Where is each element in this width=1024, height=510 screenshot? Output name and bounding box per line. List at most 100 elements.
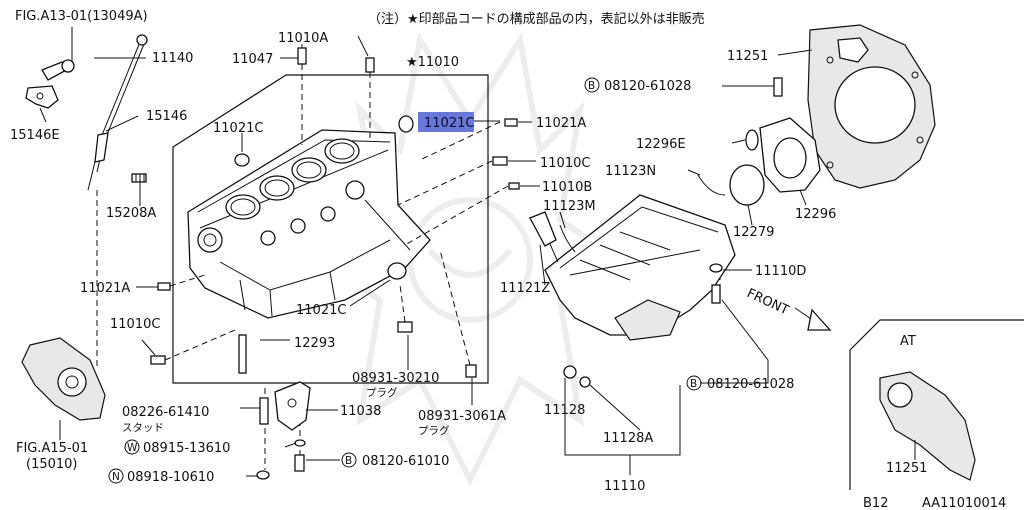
label-star-11010[interactable]: ★11010	[406, 55, 459, 70]
label-11251-at[interactable]: 11251	[886, 461, 927, 476]
sensor-fig-a13	[41, 59, 75, 81]
part-11128a-gasket	[579, 376, 591, 388]
label-11021c-top[interactable]: 11021C	[213, 121, 263, 136]
label-11123m[interactable]: 11123M	[543, 199, 596, 214]
block-assembly-frame	[172, 74, 489, 384]
part-15146-hose	[94, 132, 109, 163]
part-11123n-gasket	[697, 174, 726, 196]
label-b12: B12	[863, 496, 888, 510]
part-08918-nut	[256, 470, 270, 480]
highlight-box-11021c	[418, 112, 474, 132]
marker-w: W	[127, 442, 138, 454]
label-11121z[interactable]: 11121Z	[500, 281, 550, 296]
part-12296-retainer	[759, 117, 821, 193]
cylinder-block	[187, 129, 431, 319]
plug-11021c-hl	[398, 115, 414, 133]
part-11010c-right	[492, 156, 508, 166]
label-catalog-code: AA11010014	[922, 496, 1006, 510]
part-08226-stud	[259, 397, 269, 425]
label-at: AT	[900, 334, 916, 349]
label-08226-61410[interactable]: 08226-61410	[122, 405, 209, 420]
label-08931-30210[interactable]: 08931-30210	[352, 371, 439, 386]
part-11010a	[365, 57, 375, 73]
label-11110[interactable]: 11110	[604, 479, 645, 494]
part-08120-bolt-bottom	[294, 454, 305, 472]
label-11021a-left[interactable]: 11021A	[80, 281, 130, 296]
part-08931-3061a	[465, 364, 477, 378]
label-11038[interactable]: 11038	[340, 404, 381, 419]
label-08120-61010[interactable]: B 08120-61010	[341, 452, 449, 469]
part-15146e-bracket	[25, 85, 59, 109]
marker-b-mid: B	[690, 378, 697, 390]
part-08915-washer	[294, 439, 306, 447]
label-11128a[interactable]: 11128A	[603, 431, 653, 446]
part-11123m-gasket	[559, 224, 576, 253]
part-11121z-sealant	[529, 211, 559, 263]
part-11010c-left	[150, 355, 166, 365]
part-11010b	[508, 182, 520, 190]
part-12293	[238, 334, 247, 374]
part-11128-drain-plug	[563, 365, 577, 379]
label-11021c-bottom[interactable]: 11021C	[296, 303, 346, 318]
at-inset-frame	[849, 319, 1024, 351]
svg-text:08120-61028: 08120-61028	[707, 377, 794, 392]
label-08918-10610[interactable]: N 08918-10610	[108, 468, 214, 485]
label-15208a[interactable]: 15208A	[106, 206, 156, 221]
label-11021a-right[interactable]: 11021A	[536, 116, 586, 131]
part-08120-bolt-mid	[711, 284, 721, 304]
label-15146e[interactable]: 15146E	[10, 128, 60, 143]
svg-text:08120-61028: 08120-61028	[604, 79, 691, 94]
label-fig-a15[interactable]: FIG.A15-01	[16, 441, 88, 456]
label-12279[interactable]: 12279	[733, 225, 774, 240]
label-stud: スタッド	[122, 422, 164, 434]
svg-text:08120-61010: 08120-61010	[362, 454, 449, 469]
oil-pan-11110	[544, 194, 736, 341]
label-11010b[interactable]: 11010B	[542, 180, 592, 195]
part-11038-bracket	[274, 381, 311, 431]
label-08915-13610[interactable]: W 08915-13610	[124, 439, 230, 456]
part-12296e-gasket	[745, 129, 759, 151]
label-15146[interactable]: 15146	[146, 109, 187, 124]
label-12293[interactable]: 12293	[294, 336, 335, 351]
label-11010a[interactable]: 11010A	[278, 31, 328, 46]
label-fig-a15-sub: (15010)	[26, 457, 78, 472]
leader-lines	[39, 27, 916, 477]
part-15208a-stud	[131, 173, 147, 183]
label-11140[interactable]: 11140	[152, 51, 193, 66]
label-08931-3061a[interactable]: 08931-3061A	[418, 409, 506, 424]
svg-text:08918-10610: 08918-10610	[127, 470, 214, 485]
part-08931-30210	[397, 321, 413, 333]
label-11047[interactable]: 11047	[232, 52, 273, 67]
label-fig-a13[interactable]: FIG.A13-01(13049A)	[15, 9, 148, 24]
part-11110d-washer	[709, 263, 723, 273]
label-11010c-right[interactable]: 11010C	[540, 156, 590, 171]
svg-text:08915-13610: 08915-13610	[143, 441, 230, 456]
label-08120-61028-top[interactable]: B 08120-61028	[584, 77, 691, 94]
plug-11021c-bottom	[387, 262, 407, 280]
label-12296[interactable]: 12296	[795, 207, 836, 222]
marker-b-top: B	[588, 80, 595, 92]
part-11047	[297, 47, 307, 65]
label-plug-1: プラグ	[366, 386, 398, 399]
plug-11021c-top	[234, 153, 250, 167]
label-12296e[interactable]: 12296E	[636, 137, 686, 152]
label-11251-top[interactable]: 11251	[727, 49, 768, 64]
part-12279-oil-seal	[729, 164, 765, 206]
part-11251-at-plate	[879, 371, 976, 481]
label-11110d[interactable]: 11110D	[755, 264, 806, 279]
marker-n: N	[112, 471, 120, 483]
label-11021c-highlighted[interactable]: 11021C	[424, 116, 474, 131]
label-front: FRONT	[744, 286, 791, 318]
label-08120-61028-mid[interactable]: B 08120-61028	[686, 375, 794, 392]
label-11128[interactable]: 11128	[544, 403, 585, 418]
marker-b-bottom: B	[345, 455, 352, 467]
part-11021a-left	[157, 282, 171, 291]
label-plug-2: プラグ	[418, 424, 450, 437]
oil-pump-fig-a15	[21, 337, 106, 421]
label-11123n[interactable]: 11123N	[605, 164, 656, 179]
header-note: （注）★印部品コードの構成部品の内，表記以外は非販売	[368, 11, 705, 27]
label-11010c-left[interactable]: 11010C	[110, 317, 160, 332]
part-11251-plate	[807, 24, 936, 189]
